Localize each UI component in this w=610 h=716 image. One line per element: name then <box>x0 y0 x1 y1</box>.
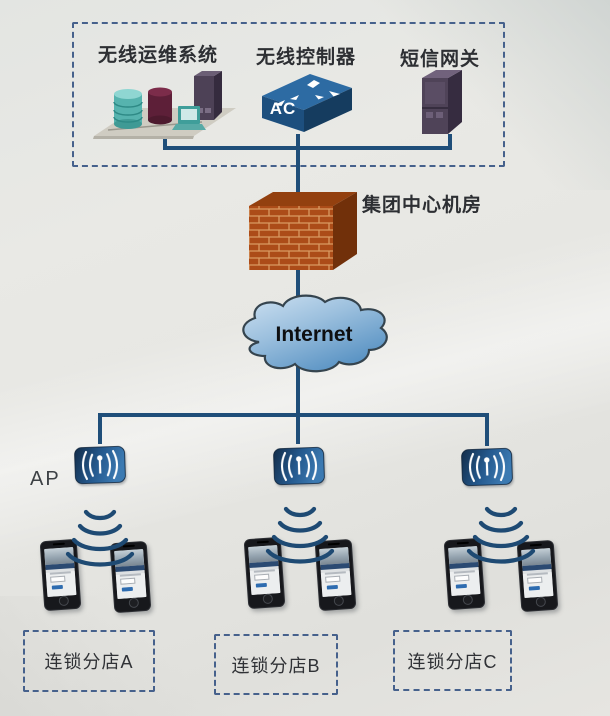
datacenter-label: 集团中心机房 <box>362 195 483 216</box>
branch-bus-line <box>98 413 489 417</box>
phone-home-button <box>57 595 69 607</box>
wireless-ap-icon-c <box>460 447 513 487</box>
ac-device-label: AC <box>269 99 297 118</box>
wireless-controller-label: 无线控制器 <box>256 47 357 68</box>
branch-box-a: 连锁分店A <box>23 630 155 692</box>
branch-label-b: 连锁分店B <box>231 655 321 676</box>
drop-line-branch-b <box>296 413 300 444</box>
ops-server-platform-icon <box>90 66 240 150</box>
internet-label: Internet <box>275 323 353 346</box>
branch-label-c: 连锁分店C <box>407 651 498 672</box>
internet-to-branch-line <box>296 360 300 418</box>
branch-box-b: 连锁分店B <box>214 634 338 695</box>
hq-bus-line <box>163 146 452 150</box>
branch-box-c: 连锁分店C <box>393 630 512 691</box>
sms-gateway-label: 短信网关 <box>400 49 481 70</box>
ops-system-label: 无线运维系统 <box>98 45 219 66</box>
wireless-ap-icon-b <box>272 446 325 486</box>
wireless-controller-switch-icon <box>252 70 356 136</box>
wireless-ap-icon-a <box>73 445 126 485</box>
drop-line-branch-a <box>98 413 102 444</box>
wifi-waves-icon-b <box>254 503 346 573</box>
branch-label-a: 连锁分店A <box>44 652 134 672</box>
internet-cloud-icon: Internet <box>231 292 397 378</box>
wifi-waves-icon-a <box>54 506 146 576</box>
wifi-waves-icon-c <box>455 503 547 573</box>
ap-row-label: AP <box>30 468 61 490</box>
sms-gateway-server-icon <box>412 64 470 142</box>
drop-line-branch-c <box>485 413 489 446</box>
firewall-brick-icon <box>249 188 357 270</box>
